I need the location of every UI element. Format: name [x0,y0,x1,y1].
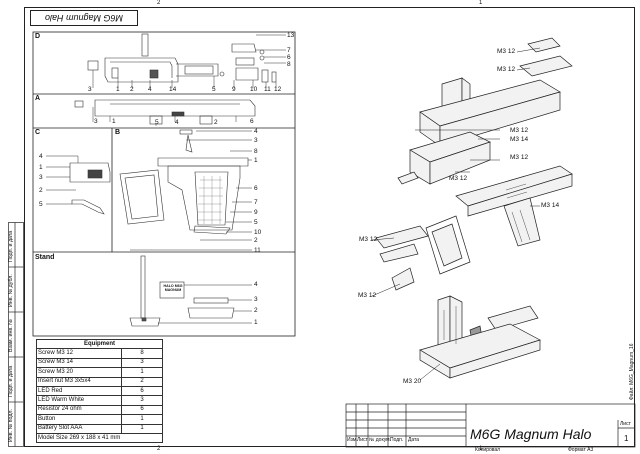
callout-d-14: 14 [169,86,177,93]
section-label-a: A [35,95,41,102]
callout-a-6: 6 [250,118,254,125]
tb-col-data: Дата [408,437,420,443]
zone-marker-bottom-left: 2 [157,446,161,452]
callout-a-2: 2 [214,119,218,126]
stand-plate-label: HALO M6G MAGNUM [163,284,183,292]
zone-marker-top-right: 1 [479,0,483,6]
iso-label-m3-12-e: M3 12 [449,175,468,182]
callout-d-13: 13 [287,32,295,39]
callout-b-1: 1 [254,157,258,164]
callout-b-3: 3 [254,137,258,144]
iso-label-m3-12-g: M3 12 [358,292,377,299]
section-label-stand: Stand [35,254,55,261]
tb-format: Формат А3 [568,447,594,453]
section-label-d: D [35,33,41,40]
callout-b-10: 10 [254,229,262,236]
callout-a-3: 3 [94,118,98,125]
tb-col-ndoc: № докум. [369,437,391,443]
callout-stand-3: 3 [254,296,258,303]
iso-label-m3-12-a: M3 12 [497,48,516,55]
callout-c-2: 2 [39,187,43,194]
callout-a-1: 1 [112,118,116,125]
iso-label-m3-12-b: M3 12 [497,66,516,73]
callout-d-5: 5 [212,86,216,93]
callout-b-5: 5 [254,219,258,226]
callout-b-11: 11 [254,247,261,254]
table-row: Model Size 269 x 188 x 41 mm [36,432,163,444]
tb-list-label: Лист [620,421,631,427]
section-label-c: C [35,129,41,136]
callout-c-4: 4 [39,153,43,160]
callout-c-1: 1 [39,164,43,171]
callout-c-3: 3 [39,174,43,181]
callout-b-9: 9 [254,209,258,216]
iso-label-m3-12-f: M3 12 [359,236,378,243]
callout-d-9: 9 [232,86,236,93]
zone-marker-top-left: 2 [157,0,161,6]
iso-label-m3-14-b: M3 14 [541,202,560,209]
callout-d-2: 2 [130,86,134,93]
zone-marker-bottom-right: 1 [479,446,483,452]
callout-d-10: 10 [250,86,258,93]
tb-file-name: Файл: M6G_Magnum_16 [629,343,635,400]
callout-stand-1: 1 [254,319,258,326]
callout-b-7: 7 [254,199,258,206]
tb-col-list: Лист [357,437,368,443]
iso-label-m3-20: M3 20 [403,378,422,385]
callout-b-2: 2 [254,237,258,244]
callout-d-1: 1 [116,86,120,93]
callout-b-4: 4 [254,128,258,135]
iso-label-m3-14-a: M3 14 [510,136,529,143]
tb-col-izm: Изм. [347,437,358,443]
callout-a-4: 4 [175,119,179,126]
callout-a-5: 5 [155,119,159,126]
callout-d-7: 7 [287,47,291,54]
callout-b-6: 6 [254,185,258,192]
callout-c-5: 5 [39,201,43,208]
title-block-title: M6G Magnum Halo [470,426,592,442]
iso-label-m3-12-c: M3 12 [510,127,529,134]
drawing-frame [24,7,635,447]
section-label-b: B [115,129,121,136]
tb-col-podp: Подп. [390,437,404,443]
tb-kopiroval: Копировал [475,447,501,453]
callout-stand-4: 4 [254,281,258,288]
callout-d-3: 3 [88,86,92,93]
item-name: Model Size 269 x 188 x 41 mm [36,432,163,444]
callout-b-8: 8 [254,148,258,155]
callout-stand-2: 2 [254,307,258,314]
callout-d-6: 6 [287,54,291,61]
callout-d-12: 12 [274,86,282,93]
tb-sheet-number: 1 [624,434,629,443]
callout-d-8: 8 [287,61,291,68]
callout-d-4: 4 [148,86,152,93]
side-strip [8,222,24,447]
iso-label-m3-12-d: M3 12 [510,154,529,161]
callout-d-11: 11 [264,86,271,93]
